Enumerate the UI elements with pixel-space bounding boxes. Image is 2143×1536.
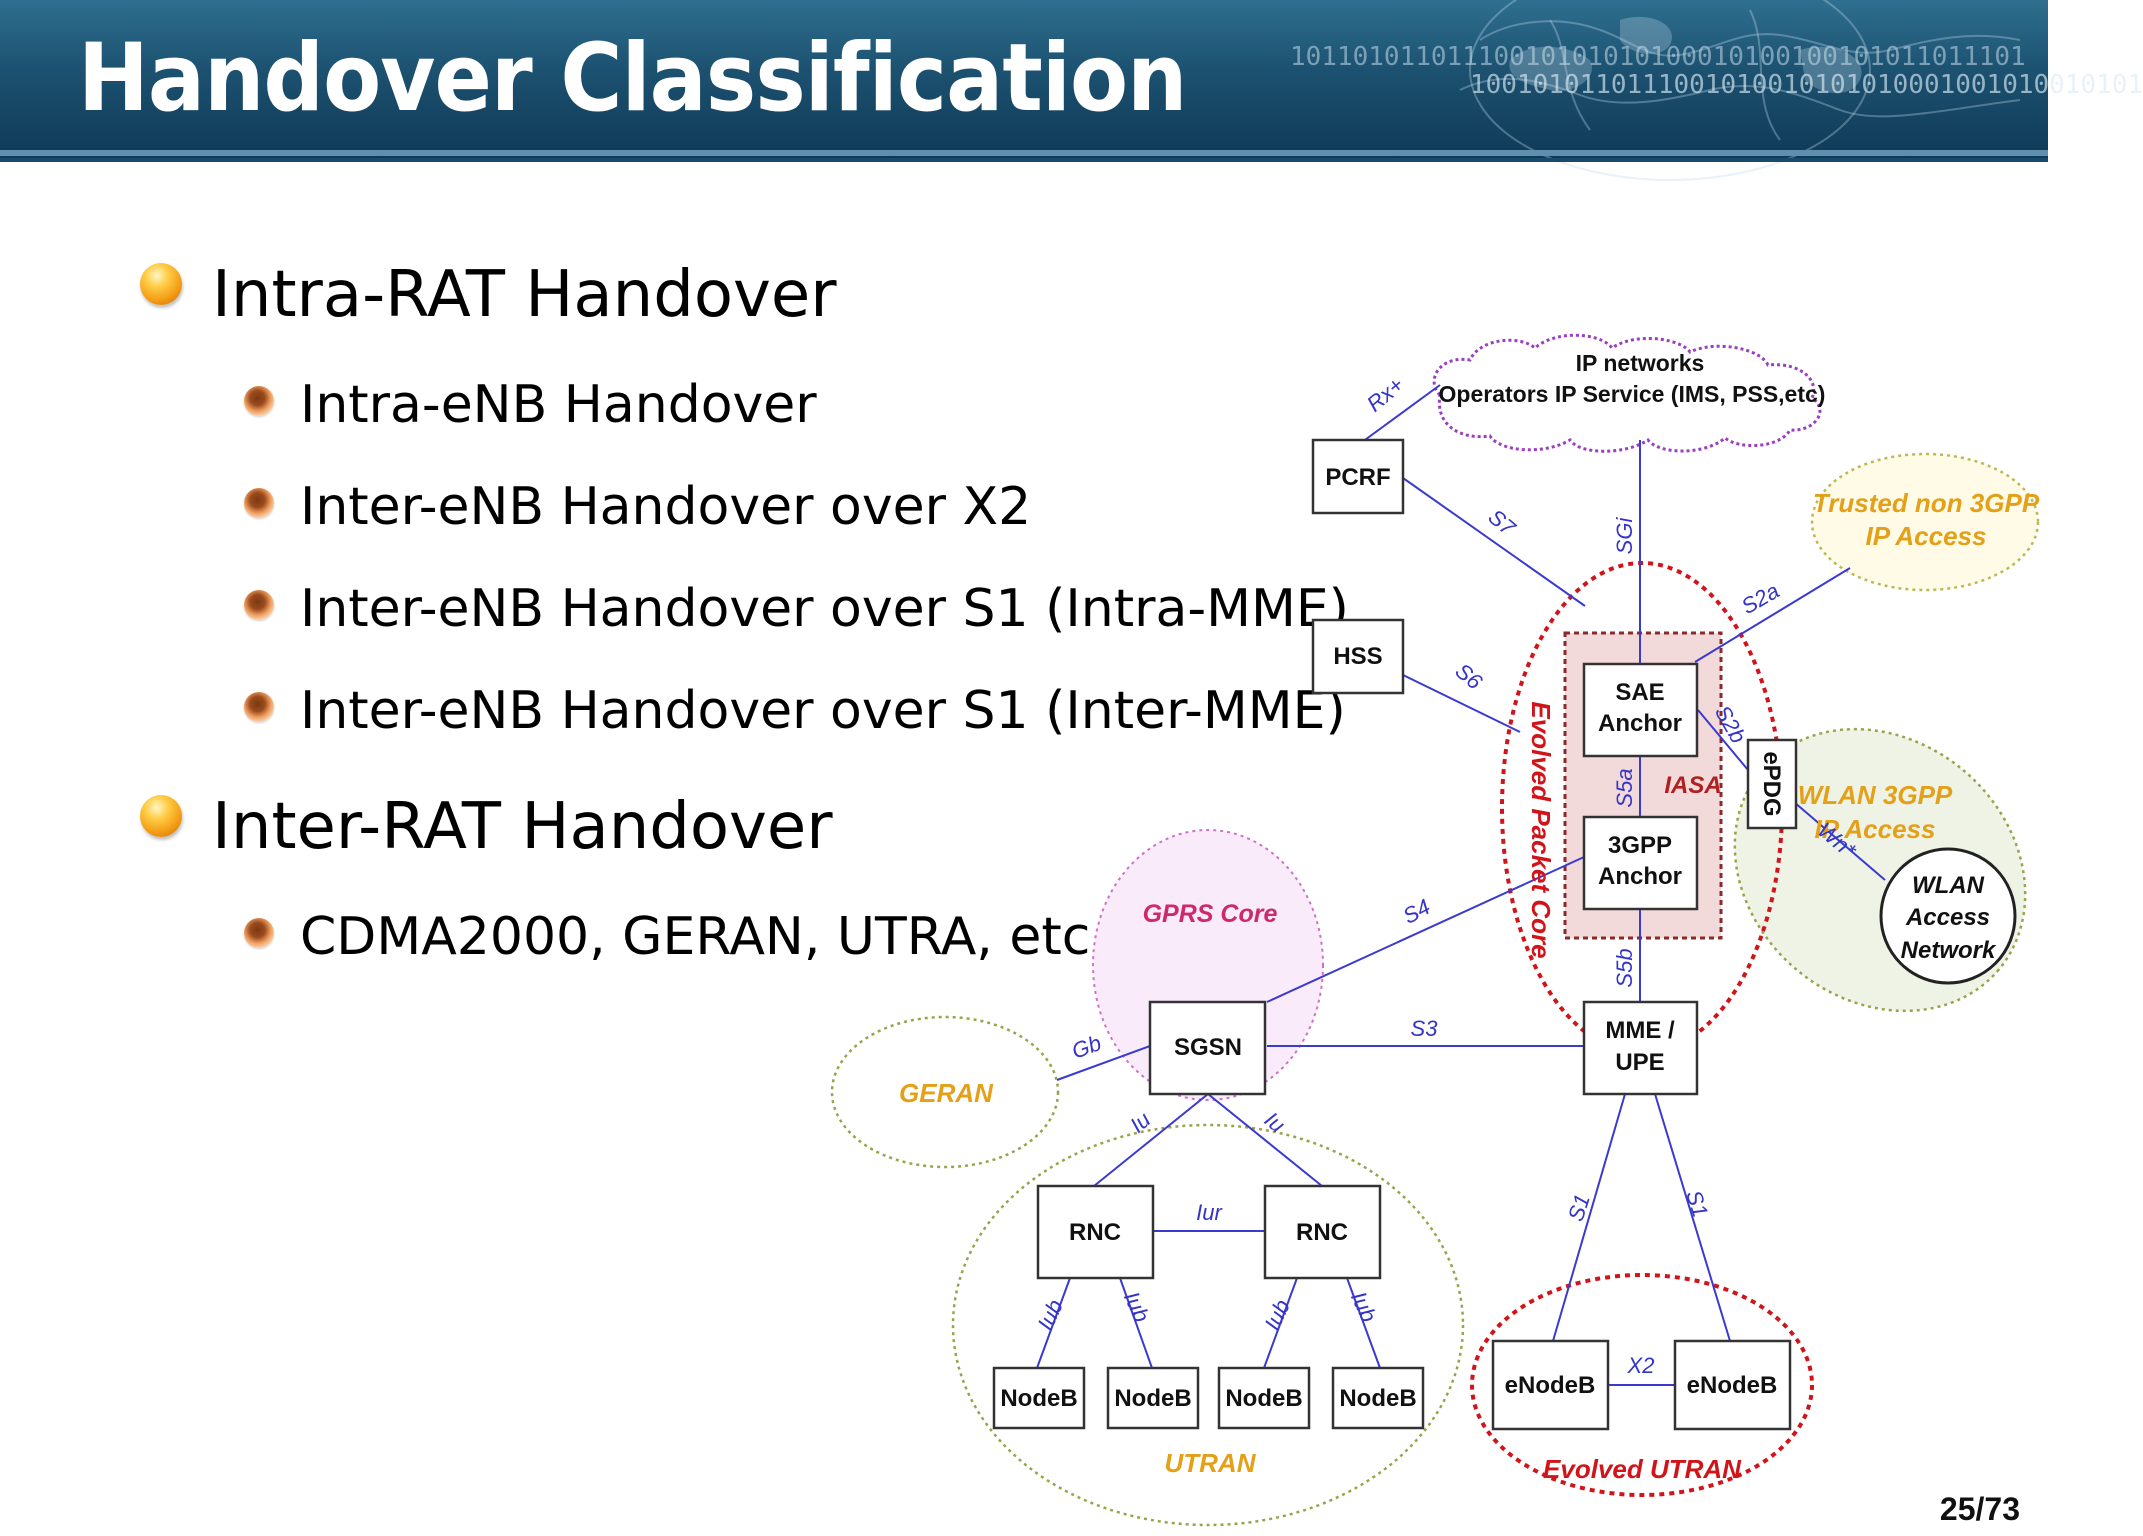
utran-label: UTRAN xyxy=(1165,1448,1257,1478)
svg-text:Access: Access xyxy=(1905,904,1990,931)
svg-text:NodeB: NodeB xyxy=(1000,1385,1077,1412)
svg-text:RNC: RNC xyxy=(1069,1219,1121,1246)
iub-interface-label: Iub xyxy=(1119,1288,1155,1326)
sgi-interface-label: SGi xyxy=(1612,517,1637,555)
sub-bullet-inter-enb-x2: Inter-eNB Handover over X2 xyxy=(300,477,1032,537)
iu-interface-label: Iu xyxy=(1125,1107,1155,1138)
svg-text:HSS: HSS xyxy=(1333,643,1382,670)
ip-networks-label: IP networks xyxy=(1576,350,1705,376)
trusted-non-3gpp-region xyxy=(1810,452,2040,592)
svg-text:ePDG: ePDG xyxy=(1758,751,1785,816)
evolved-utran-label: Evolved UTRAN xyxy=(1543,1454,1742,1484)
iub-interface-label: Iub xyxy=(1259,1296,1295,1334)
nodeb-box: NodeB xyxy=(1217,1366,1311,1430)
trusted-non-3gpp-label: Trusted non 3GPP xyxy=(1813,488,2040,518)
rnc-box: RNC xyxy=(1263,1184,1382,1280)
s5b-interface-label: S5b xyxy=(1612,948,1637,987)
sub-bullet-icon xyxy=(244,918,274,948)
sub-bullet-intra-enb: Intra-eNB Handover xyxy=(300,375,817,435)
mme-upe-box: MME / UPE xyxy=(1582,1000,1699,1096)
svg-text:NodeB: NodeB xyxy=(1339,1385,1416,1412)
trusted-ip-access-label: IP Access xyxy=(1866,521,1987,551)
sub-bullet-icon xyxy=(244,692,274,722)
gprs-core-label: GPRS Core xyxy=(1143,900,1278,928)
svg-text:Anchor: Anchor xyxy=(1598,863,1682,890)
s7-interface-label: S7 xyxy=(1483,504,1520,541)
svg-text:WLAN: WLAN xyxy=(1912,872,1985,899)
sub-bullet-icon xyxy=(244,488,274,518)
wlan-access-network-circle: WLAN Access Network xyxy=(1879,847,2017,985)
binary-decoration-2: 1001010110111001010010101010001001010010… xyxy=(1470,70,2143,100)
header-divider-dark xyxy=(0,158,2048,162)
rx-interface-label: Rx+ xyxy=(1362,372,1409,417)
bullet-intra-rat: Intra-RAT Handover xyxy=(212,258,837,332)
interface-links xyxy=(1036,384,1886,1386)
geran-region xyxy=(830,1015,1060,1169)
bullet-inter-rat: Inter-RAT Handover xyxy=(212,790,833,864)
utran-region xyxy=(951,1123,1465,1527)
3gpp-anchor-box: 3GPP Anchor xyxy=(1582,815,1699,911)
bullet-orb-icon xyxy=(140,795,182,837)
x2-interface-label: X2 xyxy=(1627,1353,1655,1378)
svg-text:NodeB: NodeB xyxy=(1225,1385,1302,1412)
enodeb-box: eNodeB xyxy=(1673,1339,1792,1431)
sae-anchor-box: SAE Anchor xyxy=(1582,662,1699,758)
iu-interface-label: Iu xyxy=(1260,1107,1290,1138)
enodeb-box: eNodeB xyxy=(1491,1339,1610,1431)
s1-interface-label: S1 xyxy=(1563,1191,1595,1224)
header-divider xyxy=(0,150,2048,156)
s6-interface-label: S6 xyxy=(1450,658,1487,695)
binary-decoration-1: 1011010110111001010101010001010010010101… xyxy=(1290,42,2026,72)
sub-bullet-inter-enb-s1-intra-mme: Inter-eNB Handover over S1 (Intra-MME) xyxy=(300,579,1349,639)
epdg-box: ePDG xyxy=(1746,738,1798,830)
svg-text:SGSN: SGSN xyxy=(1174,1034,1242,1061)
svg-text:MME /: MME / xyxy=(1605,1017,1675,1044)
svg-text:eNodeB: eNodeB xyxy=(1505,1372,1596,1399)
s3-interface-label: S3 xyxy=(1411,1016,1439,1041)
svg-text:Anchor: Anchor xyxy=(1598,710,1682,737)
svg-text:PCRF: PCRF xyxy=(1325,464,1390,491)
svg-text:Network: Network xyxy=(1901,937,1997,964)
rnc-box: RNC xyxy=(1036,1184,1155,1280)
sub-bullet-icon xyxy=(244,386,274,416)
wlan-3gpp-label: WLAN 3GPP xyxy=(1798,780,1953,810)
operators-ip-service-label: Operators IP Service (IMS, PSS,etc) xyxy=(1439,381,1826,407)
nodeb-box: NodeB xyxy=(992,1366,1086,1430)
header-banner: 1011010110111001010101010001010010010101… xyxy=(0,0,2143,181)
sub-bullet-icon xyxy=(244,590,274,620)
iur-interface-label: Iur xyxy=(1196,1200,1223,1225)
iub-interface-label: Iub xyxy=(1346,1288,1382,1326)
sub-bullet-cdma-geran-utra: CDMA2000, GERAN, UTRA, etc xyxy=(300,907,1091,967)
svg-text:RNC: RNC xyxy=(1296,1219,1348,1246)
evolved-packet-core-label: Evolved Packet Core xyxy=(1526,701,1556,958)
lte-architecture-diagram: PCRF HSS SAE Anchor 3GPP Anchor ePDG MME… xyxy=(830,333,2040,1527)
svg-text:eNodeB: eNodeB xyxy=(1687,1372,1778,1399)
world-map-watermark xyxy=(1459,0,2021,181)
nodeb-box: NodeB xyxy=(1106,1366,1200,1430)
s4-interface-label: S4 xyxy=(1399,894,1435,929)
geran-label: GERAN xyxy=(899,1078,994,1108)
svg-text:3GPP: 3GPP xyxy=(1608,832,1672,859)
s5a-interface-label: S5a xyxy=(1612,768,1637,807)
ip-networks-cloud xyxy=(1432,333,1822,453)
pcrf-box: PCRF xyxy=(1311,438,1405,515)
svg-text:SAE: SAE xyxy=(1615,679,1664,706)
wlan-ip-access-label: IP Access xyxy=(1815,814,1936,844)
sub-bullet-inter-enb-s1-inter-mme: Inter-eNB Handover over S1 (Inter-MME) xyxy=(300,681,1346,741)
page-title: Handover Classification xyxy=(78,24,1187,133)
s1-interface-label: S1 xyxy=(1681,1187,1713,1220)
svg-text:NodeB: NodeB xyxy=(1114,1385,1191,1412)
sgsn-box: SGSN xyxy=(1148,1000,1267,1096)
hss-box: HSS xyxy=(1311,618,1405,695)
svg-text:UPE: UPE xyxy=(1615,1049,1664,1076)
gb-interface-label: Gb xyxy=(1068,1030,1104,1064)
iasa-label: IASA xyxy=(1664,772,1721,799)
evolved-utran-region xyxy=(1470,1273,1814,1497)
nodeb-box: NodeB xyxy=(1331,1366,1425,1430)
bullet-orb-icon xyxy=(140,263,182,305)
page-number: 25/73 xyxy=(1939,1491,2020,1527)
iub-interface-label: Iub xyxy=(1032,1296,1068,1334)
